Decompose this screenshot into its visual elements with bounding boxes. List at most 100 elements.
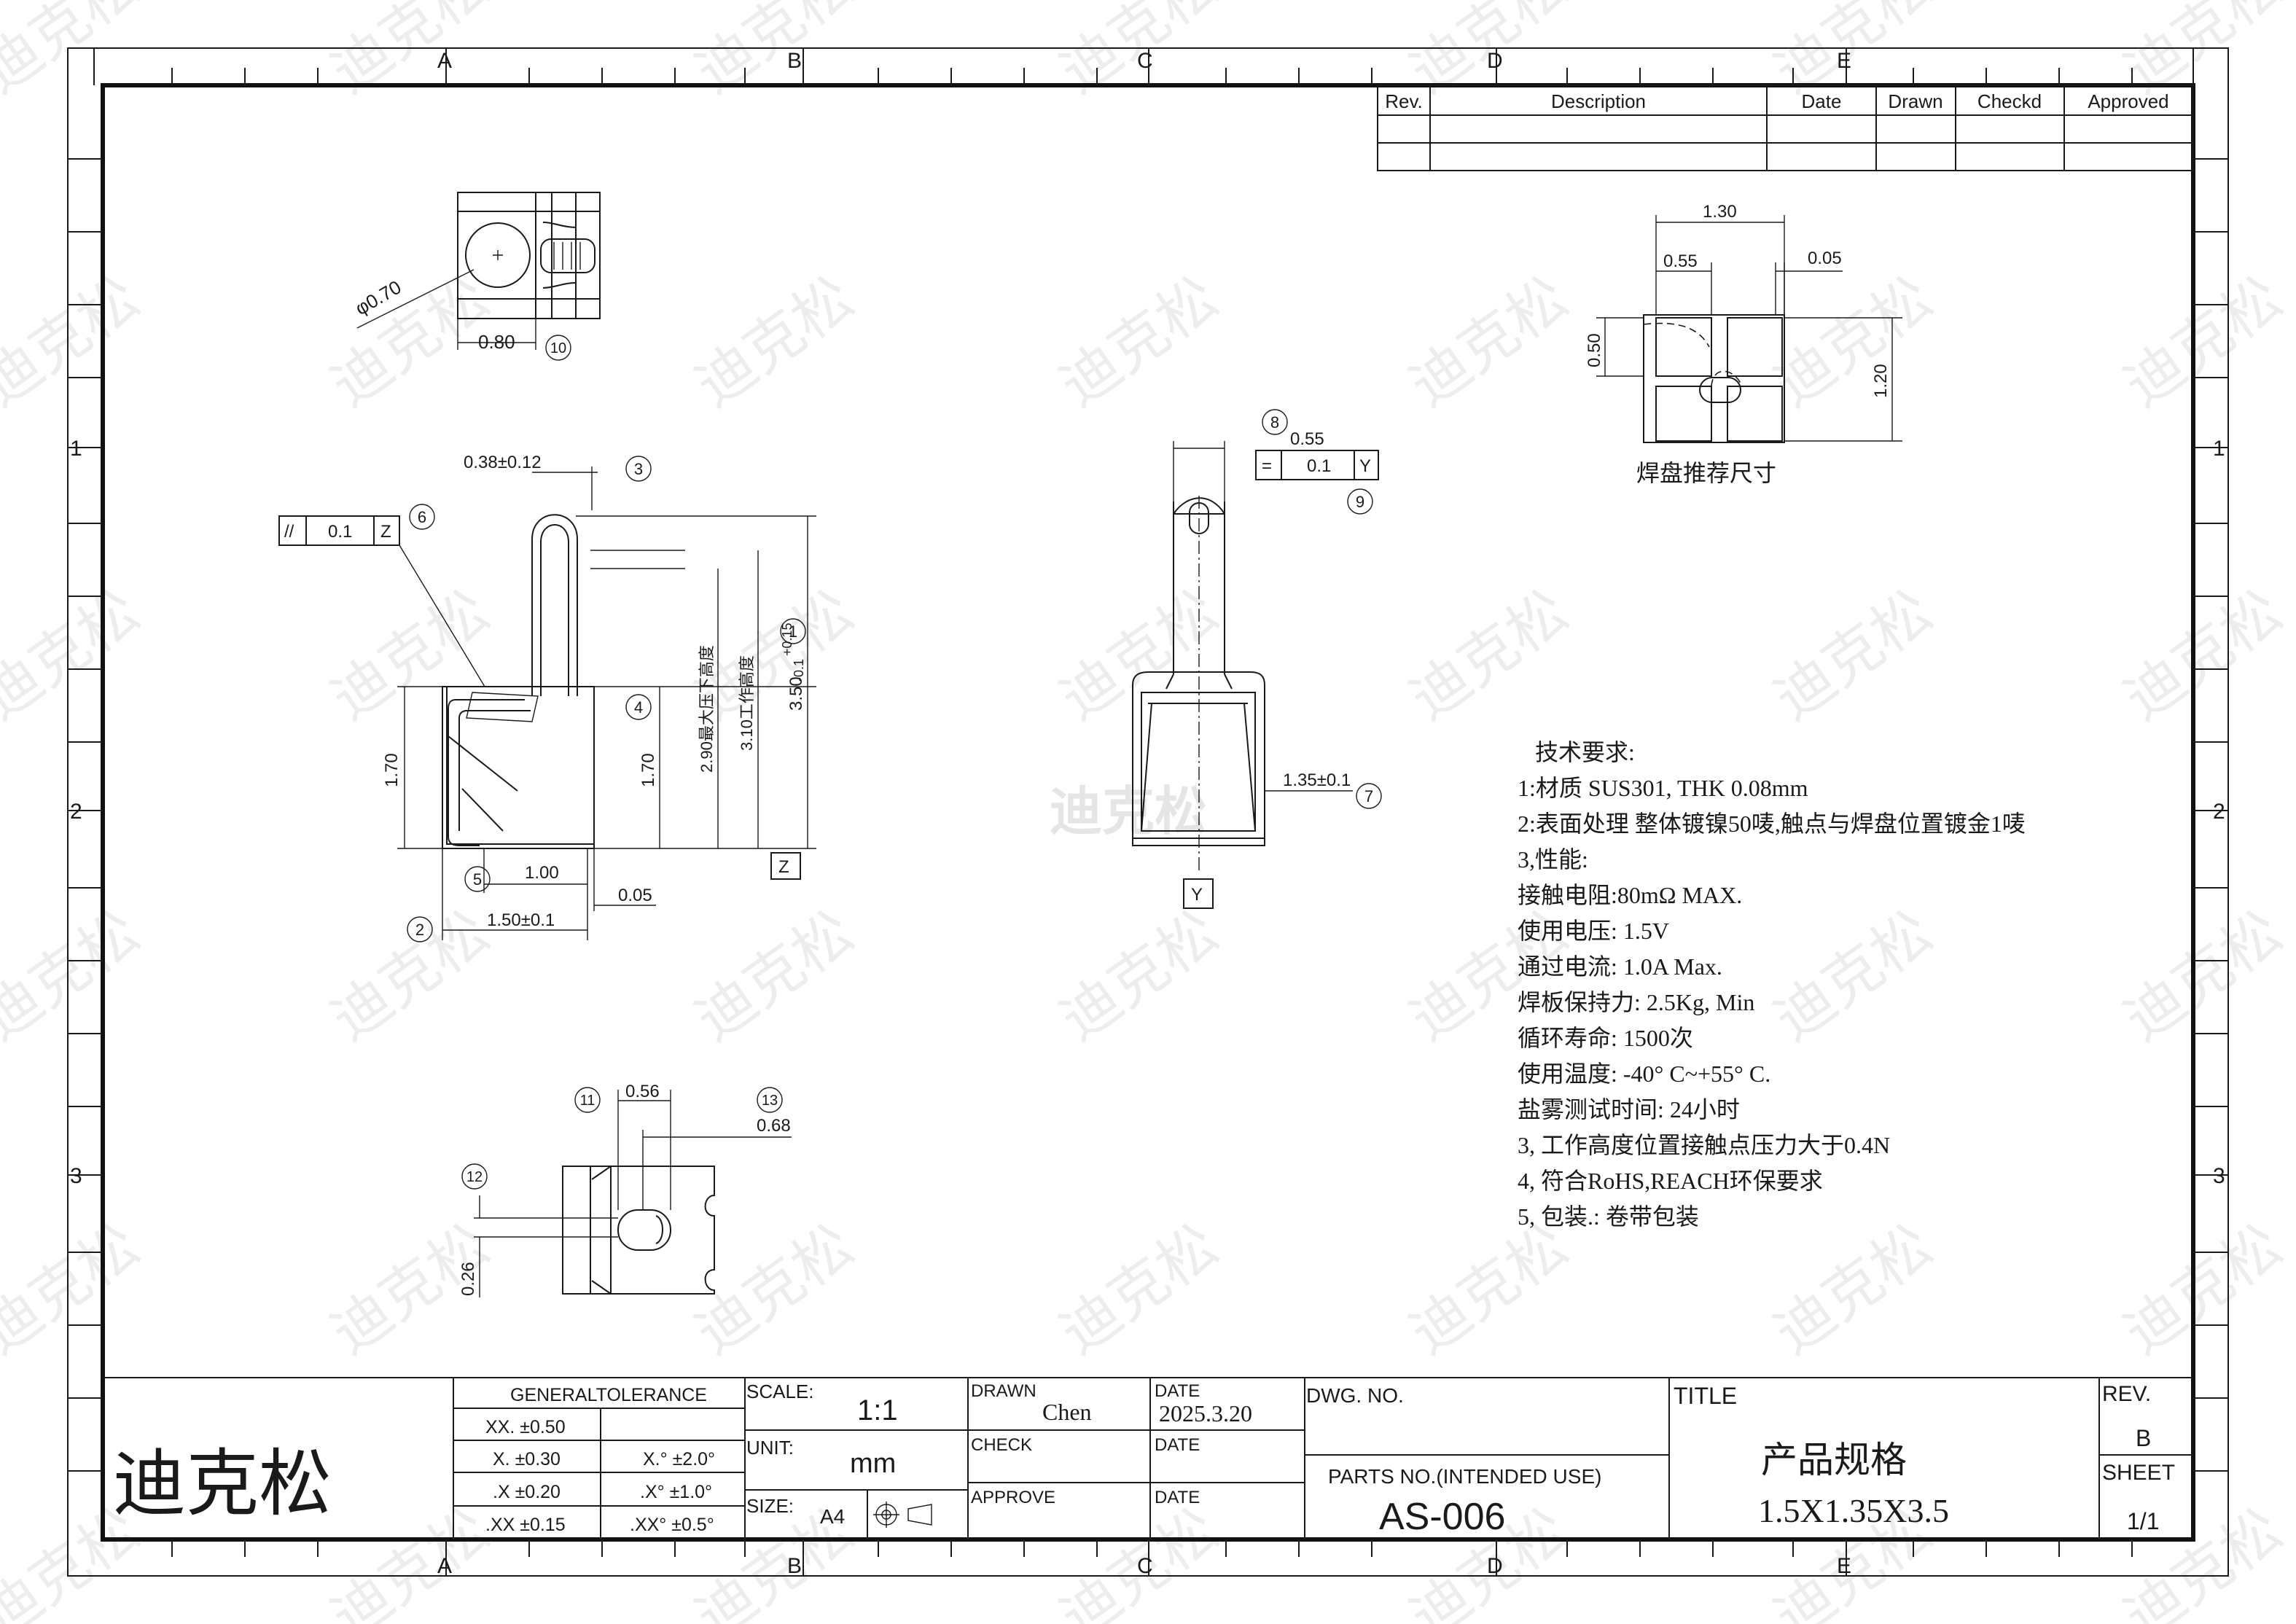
rev-header-approved: Approved — [2088, 90, 2168, 112]
dim-front-side-width: 1.35±0.1 — [1283, 770, 1351, 790]
tol-header: GENERALTOLERANCE — [510, 1385, 707, 1405]
drawn-value: Chen — [1042, 1399, 1092, 1425]
dim-bottom-d2: 0.68 — [757, 1116, 791, 1136]
balloon-2: 2 — [415, 921, 424, 939]
zone-label-2-left: 2 — [70, 800, 82, 824]
balloon-12: 12 — [466, 1169, 483, 1185]
datum-y: Y — [1191, 885, 1203, 905]
dim-pad-total-height: 1.20 — [1871, 364, 1891, 398]
tol-row-1-lin: XX. ±0.50 — [485, 1417, 566, 1437]
dim-side-bottom-gap: 0.05 — [618, 886, 652, 905]
gtol-6-datum: Z — [380, 522, 391, 542]
svg-text:迪克松: 迪克松 — [319, 1496, 501, 1624]
notes-line-12: 4, 符合RoHS,REACH环保要求 — [1518, 1168, 1823, 1194]
svg-text:迪克松: 迪克松 — [684, 264, 866, 420]
tol-row-2-ang: X.° ±2.0° — [643, 1449, 715, 1469]
zone-label-a-top: A — [437, 49, 452, 73]
tol-row-3-ang: .X° ±1.0° — [640, 1482, 712, 1502]
balloon-13: 13 — [762, 1093, 778, 1109]
dim-front-top-width: 0.55 — [1290, 429, 1324, 449]
date-label-drawn: DATE — [1155, 1381, 1200, 1401]
balloon-10: 10 — [550, 340, 566, 356]
gtol-9-value: 0.1 — [1307, 456, 1331, 476]
zone-label-1-left: 1 — [70, 437, 82, 461]
balloon-11: 11 — [580, 1093, 596, 1109]
rev-label: REV. — [2102, 1382, 2151, 1406]
notes-line-5: 使用电压: 1.5V — [1518, 918, 1669, 944]
gtol-6-value: 0.1 — [328, 522, 352, 542]
notes-line-9: 使用温度: -40° C~+55° C. — [1518, 1061, 1770, 1087]
zone-label-1-right: 1 — [2213, 437, 2225, 461]
svg-text:迪克松: 迪克松 — [2112, 264, 2295, 420]
svg-text:迪克松: 迪克松 — [1398, 577, 1580, 733]
notes-line-8: 循环寿命: 1500次 — [1518, 1025, 1693, 1051]
balloon-5: 5 — [473, 870, 482, 889]
rev-header-date: Date — [1802, 90, 1842, 112]
date-label-approve: DATE — [1155, 1488, 1200, 1507]
sheet-value: 1/1 — [2127, 1508, 2159, 1534]
zone-label-d-top: D — [1487, 49, 1503, 73]
svg-text:迪克松: 迪克松 — [1398, 1211, 1580, 1367]
notes-line-10: 盐雾测试时间: 24小时 — [1518, 1096, 1740, 1123]
revision-table: Rev. Description Date Drawn Checkd Appro… — [1377, 85, 2194, 171]
svg-text:迪克松: 迪克松 — [0, 577, 151, 733]
zone-labels: A B C D E A B C D E 1 2 3 1 2 3 — [70, 49, 2225, 1578]
rev-header-drawn: Drawn — [1888, 90, 1942, 112]
zone-label-3-left: 3 — [70, 1164, 82, 1188]
zone-label-d-bottom: D — [1487, 1554, 1503, 1578]
sheet-border — [67, 47, 2229, 1577]
dim-side-tol-lower: -0.1 — [792, 659, 806, 682]
title-label: TITLE — [1674, 1383, 1737, 1409]
svg-text:迪克松: 迪克松 — [2112, 898, 2295, 1054]
balloon-4: 4 — [634, 698, 643, 717]
parts-no-label: PARTS NO.(INTENDED USE) — [1328, 1465, 1601, 1488]
gtol-9-datum: Y — [1359, 456, 1371, 476]
dwg-no-label: DWG. NO. — [1306, 1384, 1404, 1407]
dim-side-left-height: 1.70 — [382, 753, 402, 787]
front-view: 8 0.55 = 0.1 Y 9 1.35±0.1 7 Y 迪克松 — [1050, 409, 1382, 909]
notes-line-13: 5, 包装.: 卷带包装 — [1518, 1203, 1699, 1230]
gtol-9-symbol: = — [1262, 456, 1272, 476]
dim-top-width: 0.80 — [478, 331, 515, 353]
size-value: A4 — [820, 1505, 845, 1528]
zone-label-e-top: E — [1837, 49, 1851, 73]
rev-header-checkd: Checkd — [1977, 90, 2042, 112]
zone-label-b-top: B — [787, 49, 802, 73]
dim-side-total-width: 1.50±0.1 — [487, 910, 555, 930]
side-view: 0.38±0.12 3 // 0.1 Z 6 1.70 4 1.70 2.90最… — [278, 453, 816, 942]
svg-text:迪克松: 迪克松 — [2112, 577, 2295, 733]
notes-line-1: 1:材质 SUS301, THK 0.08mm — [1518, 775, 1808, 801]
dim-side-right-height: 1.70 — [639, 753, 658, 787]
svg-text:迪克松: 迪克松 — [1048, 264, 1230, 420]
zone-label-b-bottom: B — [787, 1554, 802, 1578]
company-signature: 迪克松 — [113, 1441, 332, 1526]
date-label-check: DATE — [1155, 1435, 1200, 1455]
unit-label: UNIT: — [746, 1437, 794, 1459]
pad-caption: 焊盘推荐尺寸 — [1636, 460, 1776, 486]
balloon-8: 8 — [1270, 413, 1279, 432]
date-value: 2025.3.20 — [1159, 1400, 1252, 1426]
balloon-3: 3 — [634, 460, 643, 478]
projection-symbol-icon — [873, 1502, 932, 1528]
zone-label-c-top: C — [1137, 49, 1153, 73]
svg-text:迪克松: 迪克松 — [1762, 1211, 1945, 1367]
rev-header-rev: Rev. — [1385, 90, 1423, 112]
tol-row-3-lin: .X ±0.20 — [493, 1482, 561, 1502]
svg-text:迪克松: 迪克松 — [0, 898, 151, 1054]
rev-header-description: Description — [1551, 90, 1646, 112]
notes-line-7: 焊板保持力: 2.5Kg, Min — [1518, 989, 1754, 1015]
svg-text:迪克松: 迪克松 — [0, 0, 151, 106]
tol-row-4-lin: .XX ±0.15 — [485, 1515, 566, 1535]
parts-no-value: AS-006 — [1379, 1496, 1505, 1538]
bottom-view: 11 0.56 13 0.68 12 0.26 — [458, 1082, 792, 1297]
svg-text:迪克松: 迪克松 — [1762, 577, 1945, 733]
title-block: 迪克松 GENERALTOLERANCE XX. ±0.50 X. ±0.30 … — [103, 1377, 2193, 1539]
dim-pad-total-width: 1.30 — [1703, 202, 1737, 222]
zone-label-c-bottom: C — [1137, 1554, 1153, 1578]
dim-side-total-height: 3.50 — [786, 676, 806, 711]
notes-line-6: 通过电流: 1.0A Max. — [1518, 953, 1722, 980]
drawn-label: DRAWN — [971, 1381, 1036, 1401]
balloon-7: 7 — [1364, 787, 1373, 805]
balloon-6: 6 — [418, 508, 426, 526]
